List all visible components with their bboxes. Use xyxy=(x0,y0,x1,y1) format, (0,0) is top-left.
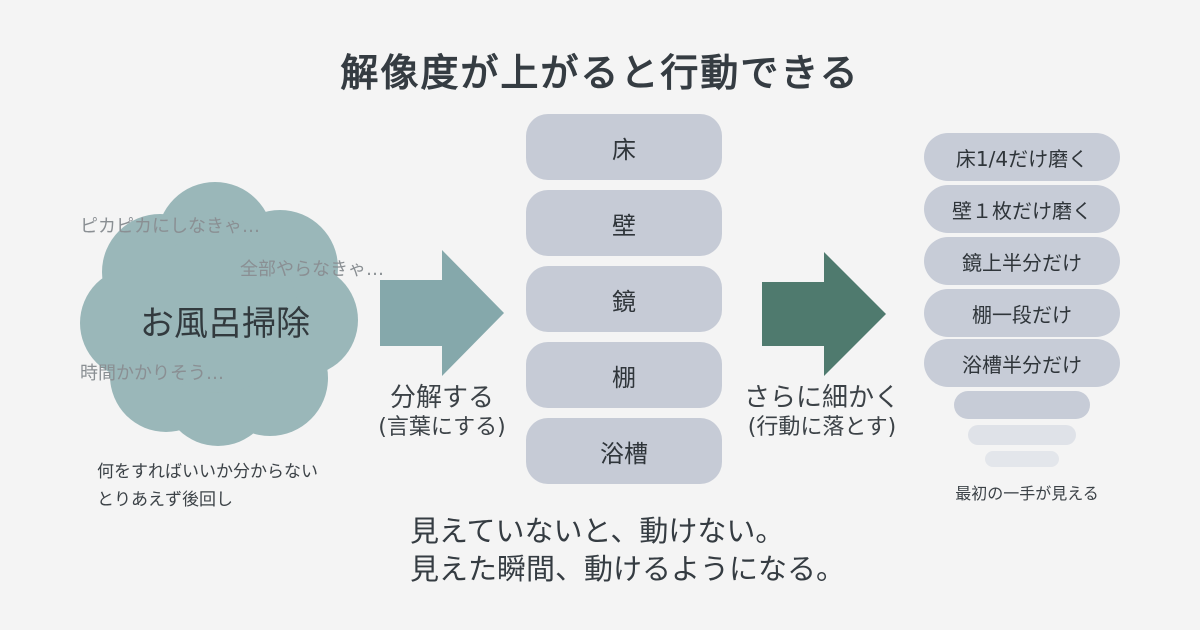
action-pill: 棚一段だけ xyxy=(924,289,1120,337)
action-pill: 床1/4だけ磨く xyxy=(924,133,1120,181)
action-pill: 壁１枚だけ磨く xyxy=(924,185,1120,233)
refine-sublabel: (行動に落とす) xyxy=(747,415,897,440)
page-title: 解像度が上がると行動できる xyxy=(340,51,860,95)
decompose-label-group: 分解する (言葉にする) xyxy=(352,382,532,442)
thought-cloud-shape xyxy=(80,182,358,446)
part-pill: 浴槽 xyxy=(526,418,722,484)
part-pill: 棚 xyxy=(526,342,722,408)
thought-text: ピカピカにしなきゃ… xyxy=(80,216,260,237)
fading-bar xyxy=(985,451,1059,467)
part-pill: 鏡 xyxy=(526,266,722,332)
cloud-caption-line: とりあえず後回し xyxy=(97,490,233,510)
conclusion: 見えていないと、動けない。 見えた瞬間、動けるようになる。 xyxy=(410,512,845,588)
thought-text: 全部やらなきゃ… xyxy=(240,259,384,280)
cloud-caption: 何をすればいいか分からない とりあえず後回し xyxy=(97,458,318,514)
fading-bar xyxy=(954,391,1090,419)
refine-label-group: さらに細かく (行動に落とす) xyxy=(722,382,922,442)
part-pill: 床 xyxy=(526,114,722,180)
part-pill: 壁 xyxy=(526,190,722,256)
refine-arrow xyxy=(762,252,886,376)
refine-label: さらに細かく xyxy=(743,383,900,413)
cloud-caption-line: 何をすればいいか分からない xyxy=(97,462,318,482)
thought-text: 時間かかりそう… xyxy=(80,363,224,384)
decompose-arrow xyxy=(380,250,504,376)
cloud-label: お風呂掃除 xyxy=(140,304,310,344)
conclusion-line: 見えていないと、動けない。 xyxy=(410,514,785,548)
action-pill: 鏡上半分だけ xyxy=(924,237,1120,285)
decompose-label: 分解する xyxy=(389,383,494,413)
fading-bar xyxy=(968,425,1076,445)
action-pill: 浴槽半分だけ xyxy=(924,339,1120,387)
conclusion-line: 見えた瞬間、動けるようになる。 xyxy=(410,552,846,586)
decompose-sublabel: (言葉にする) xyxy=(378,415,506,440)
actions-caption: 最初の一手が見える xyxy=(955,484,1099,503)
